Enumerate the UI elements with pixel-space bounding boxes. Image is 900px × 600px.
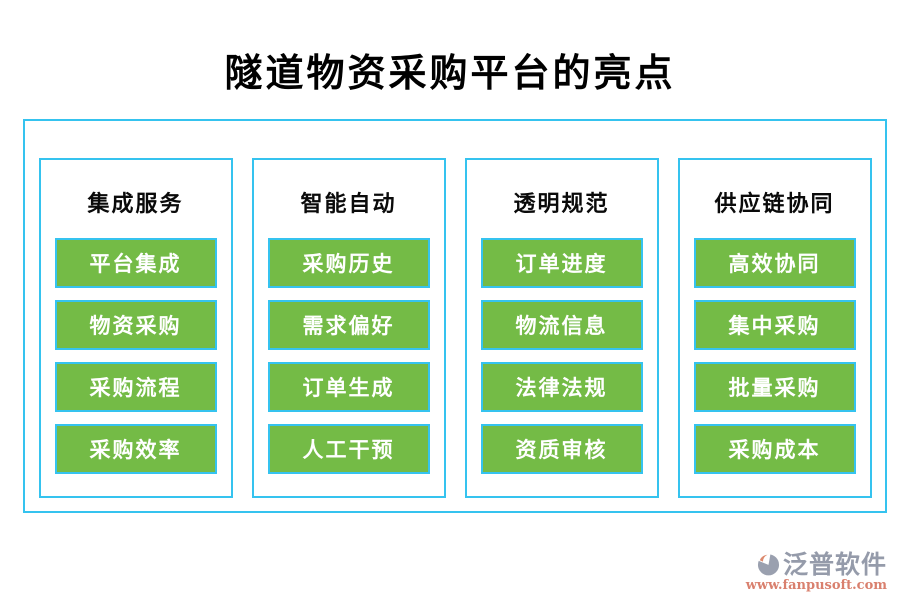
brand-url-link[interactable]: www.fanpusoft.com [745, 578, 887, 593]
column-integrated-services: 集成服务 平台集成 物资采购 采购流程 采购效率 [38, 158, 233, 498]
feature-tile[interactable]: 订单进度 [480, 238, 643, 288]
feature-tile[interactable]: 采购效率 [54, 424, 217, 474]
feature-tile[interactable]: 高效协同 [693, 238, 856, 288]
feature-tile[interactable]: 法律法规 [480, 362, 643, 412]
brand-footer: 泛普软件 www.fanpusoft.com [746, 550, 887, 593]
column-supply-chain-collaboration: 供应链协同 高效协同 集中采购 批量采购 采购成本 [677, 158, 872, 498]
column-smart-automation: 智能自动 采购历史 需求偏好 订单生成 人工干预 [251, 158, 446, 498]
feature-tile[interactable]: 集中采购 [693, 300, 856, 350]
columns-container: 集成服务 平台集成 物资采购 采购流程 采购效率 智能自动 采购历史 需求偏好 … [25, 158, 885, 498]
column-header: 集成服务 [87, 191, 184, 217]
column-header: 透明规范 [513, 191, 610, 217]
feature-tile[interactable]: 需求偏好 [267, 300, 430, 350]
column-header: 供应链协同 [714, 191, 835, 217]
page-title: 隧道物资采购平台的亮点 [224, 50, 676, 95]
feature-tile[interactable]: 采购流程 [54, 362, 217, 412]
feature-tile[interactable]: 批量采购 [693, 362, 856, 412]
brand-row: 泛普软件 [746, 550, 887, 578]
feature-tile[interactable]: 资质审核 [480, 424, 643, 474]
feature-tile[interactable]: 物资采购 [54, 300, 217, 350]
feature-tile[interactable]: 订单生成 [267, 362, 430, 412]
highlights-panel: 集成服务 平台集成 物资采购 采购流程 采购效率 智能自动 采购历史 需求偏好 … [23, 119, 887, 513]
feature-tile[interactable]: 平台集成 [54, 238, 217, 288]
fanpu-logo-icon [755, 550, 782, 578]
feature-tile[interactable]: 采购成本 [693, 424, 856, 474]
column-header: 智能自动 [300, 191, 397, 217]
column-transparency-standards: 透明规范 订单进度 物流信息 法律法规 资质审核 [464, 158, 659, 498]
feature-tile[interactable]: 采购历史 [267, 238, 430, 288]
feature-tile[interactable]: 人工干预 [267, 424, 430, 474]
brand-name: 泛普软件 [782, 549, 887, 579]
feature-tile[interactable]: 物流信息 [480, 300, 643, 350]
